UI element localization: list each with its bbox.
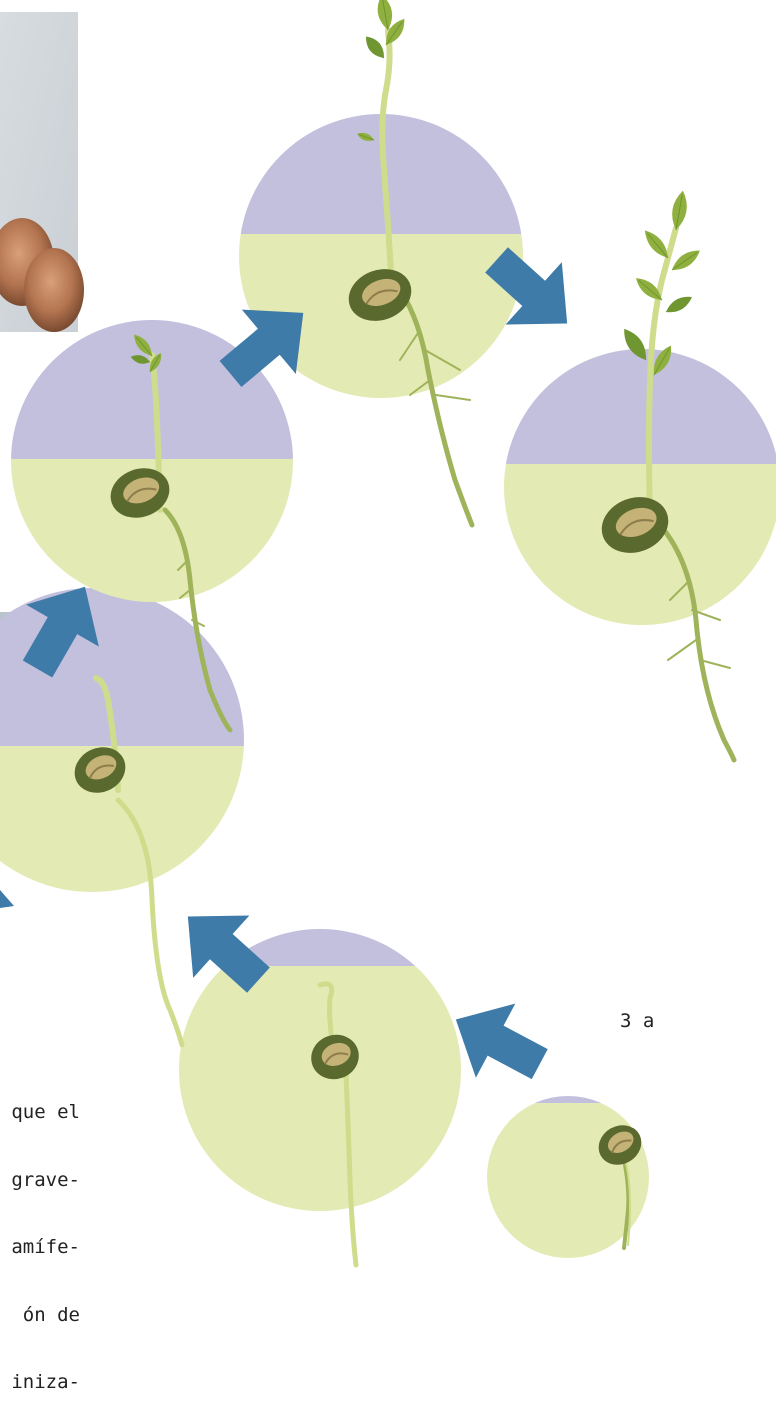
germination-cycle-diagram — [0, 0, 776, 1283]
air-region — [487, 1096, 649, 1103]
leaf — [361, 33, 388, 62]
seeds-photo — [0, 12, 84, 332]
leaf — [669, 189, 690, 231]
stage-6-circle — [504, 349, 776, 625]
arrow-icon-cut — [0, 890, 14, 908]
cut-text-fragment-a: 3 a — [620, 1010, 654, 1033]
leaf — [669, 246, 704, 275]
air-region — [504, 349, 776, 464]
stage-3-circle — [0, 588, 244, 892]
cut-text-line: iniza- — [0, 1371, 80, 1394]
cut-text-fragment-b: que el grave- amífe- ón de iniza- — [0, 1056, 80, 1416]
leaf — [640, 227, 672, 262]
soil-region — [179, 966, 461, 1211]
cut-text-line: grave- — [0, 1169, 80, 1192]
seed-nut-2 — [24, 248, 84, 332]
cut-text-line: ón de — [0, 1304, 80, 1327]
cut-text-line: que el — [0, 1101, 80, 1124]
cut-text-line: amífe- — [0, 1236, 80, 1259]
leaf — [663, 292, 694, 317]
